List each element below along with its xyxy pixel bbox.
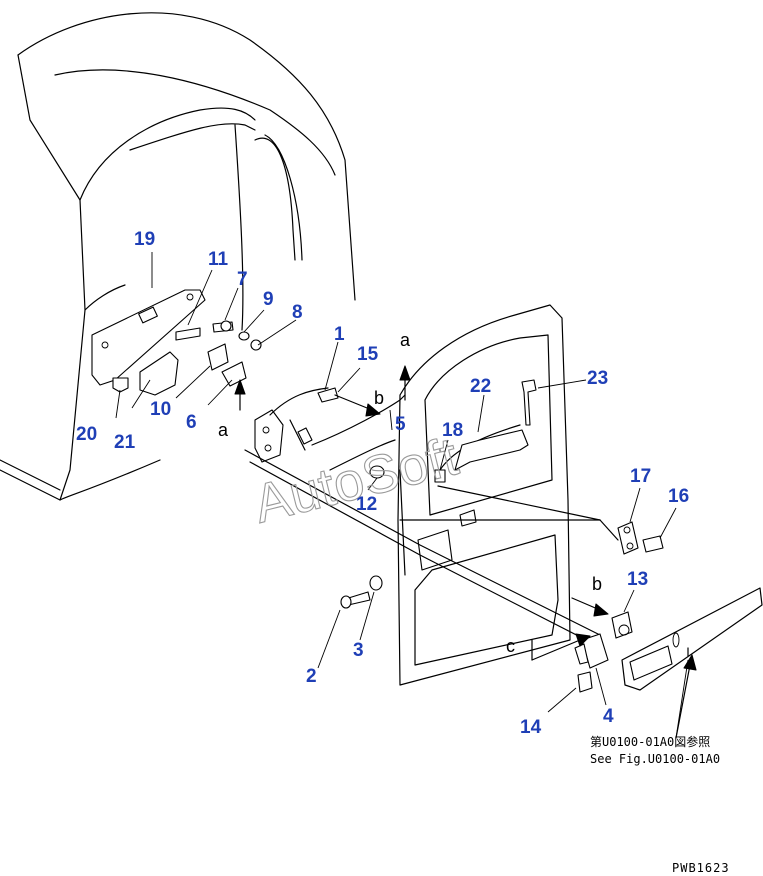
callout-2: 2 xyxy=(306,666,317,687)
callout-17: 17 xyxy=(630,466,651,487)
letter-c-lower: c xyxy=(506,636,515,656)
callout-15: 15 xyxy=(357,344,379,365)
callout-10: 10 xyxy=(150,399,171,420)
callout-9: 9 xyxy=(263,289,274,310)
bolt-washer xyxy=(340,575,383,609)
connector-letters: a a b b c xyxy=(218,330,602,656)
callout-18: 18 xyxy=(442,420,463,441)
callout-22: 22 xyxy=(470,376,491,397)
letter-a-upper: a xyxy=(400,330,411,350)
callout-11: 11 xyxy=(208,249,229,270)
callout-6: 6 xyxy=(186,412,197,433)
callout-3: 3 xyxy=(353,640,364,661)
callout-4: 4 xyxy=(603,706,614,727)
callout-16: 16 xyxy=(668,486,689,507)
latch-rod xyxy=(244,449,619,647)
door-frame xyxy=(397,304,571,686)
step-arm xyxy=(621,587,763,691)
letter-b-lower: b xyxy=(592,574,602,594)
reference-note-japanese: 第U0100-01A0図参照 xyxy=(590,734,710,749)
callout-numbers: 19 11 7 9 8 1 15 10 6 20 21 22 23 5 18 1… xyxy=(76,229,689,738)
bolt-23 xyxy=(521,379,537,426)
callout-14: 14 xyxy=(520,717,542,738)
direction-arrows xyxy=(234,365,697,739)
right-hardware xyxy=(574,521,664,693)
callout-13: 13 xyxy=(627,569,648,590)
callout-19: 19 xyxy=(134,229,155,250)
callout-5: 5 xyxy=(395,414,406,435)
callout-8: 8 xyxy=(292,302,303,323)
callout-20: 20 xyxy=(76,424,97,445)
letter-a-lower: a xyxy=(218,420,229,440)
callout-23: 23 xyxy=(587,368,608,389)
cab-body xyxy=(0,12,356,501)
drawing-code: PWB1623 xyxy=(672,861,730,875)
callout-12: 12 xyxy=(356,494,377,515)
callout-21: 21 xyxy=(114,432,136,453)
letter-b-upper: b xyxy=(374,388,384,408)
inner-plate xyxy=(91,289,206,396)
callout-7: 7 xyxy=(237,269,248,290)
callout-1: 1 xyxy=(334,324,345,345)
reference-note-english: See Fig.U0100-01A0 xyxy=(590,752,720,766)
